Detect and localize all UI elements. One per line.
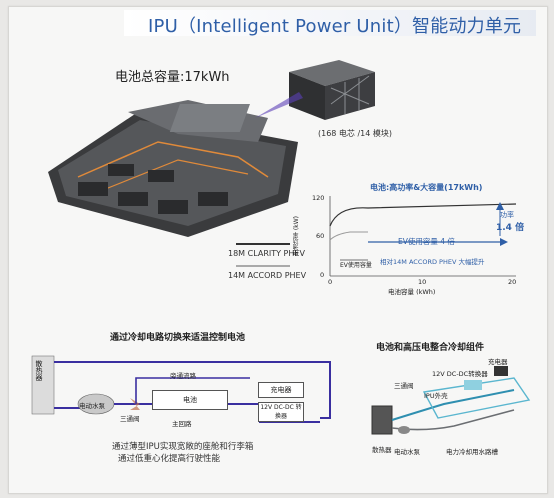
three-way-valve-label: 三通阀 xyxy=(120,415,140,423)
cooling-components-illustration xyxy=(371,366,531,435)
comparison-label: 相对14M ACCORD PHEV 大幅提升 xyxy=(380,258,485,266)
chart-xlabel: 电池容量 (kWh) xyxy=(388,288,436,296)
x-tick-1: 10 xyxy=(418,278,427,286)
three-way-label: 三通阀 xyxy=(394,382,414,390)
y-tick-1: 60 xyxy=(316,232,325,240)
chart-plot xyxy=(329,196,517,277)
y-tick-2: 0 xyxy=(320,271,325,279)
ev-capacity-label: EV使用容量 xyxy=(340,262,372,269)
radiator-right-label: 散热器 xyxy=(372,446,392,454)
x-tick-0: 0 xyxy=(328,278,333,286)
legend-accord: 14M ACCORD PHEV xyxy=(228,271,307,280)
radiator-label: 散热器 xyxy=(35,360,43,381)
bypass-label: 旁通流路 xyxy=(170,372,196,380)
cooling-left-heading: 通过冷却电路切换来适温控制电池 xyxy=(110,333,246,343)
chart-title: 电池:高功率&大容量(17kWh) xyxy=(370,183,483,192)
hose-label: 电力冷却用水路槽 xyxy=(446,448,498,456)
title-bar xyxy=(124,10,536,36)
pump-right-label: 电动水泵 xyxy=(394,448,420,456)
battery-module-illustration xyxy=(289,60,375,120)
battery-chart: 电池:高功率&大容量(17kWh) 电池功率 (kW) 120 60 0 EV使… xyxy=(293,176,534,300)
ipu-case-label: IPU外壳 xyxy=(424,392,448,400)
chart-ylabel: 电池功率 (kW) xyxy=(293,216,300,256)
cooling-right-heading: 电池和高压电整合冷却组件 xyxy=(376,343,485,353)
module-note: (168 电芯 /14 模块) xyxy=(318,129,393,138)
page-title: IPU（Intelligent Power Unit）智能动力单元 xyxy=(148,16,522,37)
dcdc-label: 12V DC-DC转换器 xyxy=(432,370,488,378)
battery-capacity: 电池总容量:17kWh xyxy=(115,70,230,85)
main-loop-label: 主回路 xyxy=(172,420,192,428)
legend-clarity: 18M CLARITY PHEV xyxy=(228,249,305,258)
pump-label: 电动水泵 xyxy=(79,402,105,410)
charger-box: 充电器 xyxy=(258,382,304,398)
legend-line-clarity xyxy=(236,243,290,245)
x-tick-2: 20 xyxy=(508,278,517,286)
battery-pack-illustration xyxy=(48,100,298,237)
ev-capacity-4x-label: EV使用容量 4 倍 xyxy=(398,237,455,246)
module-callout-arrow xyxy=(255,92,303,118)
legend-line-accord xyxy=(236,265,290,267)
dcdc-box: 12V DC-DC 转换器 xyxy=(258,402,304,422)
cooling-note-1: 通过薄型IPU实现宽敞的座舱和行李箱 xyxy=(112,442,254,452)
battery-box: 电池 xyxy=(152,390,228,410)
charger-label: 充电器 xyxy=(488,358,508,366)
cooling-note-2: 通过低重心化提高行驶性能 xyxy=(118,454,221,464)
power-label: 功率 xyxy=(500,211,514,219)
power-multiplier: 1.4 倍 xyxy=(496,223,525,233)
y-tick-0: 120 xyxy=(312,194,325,202)
